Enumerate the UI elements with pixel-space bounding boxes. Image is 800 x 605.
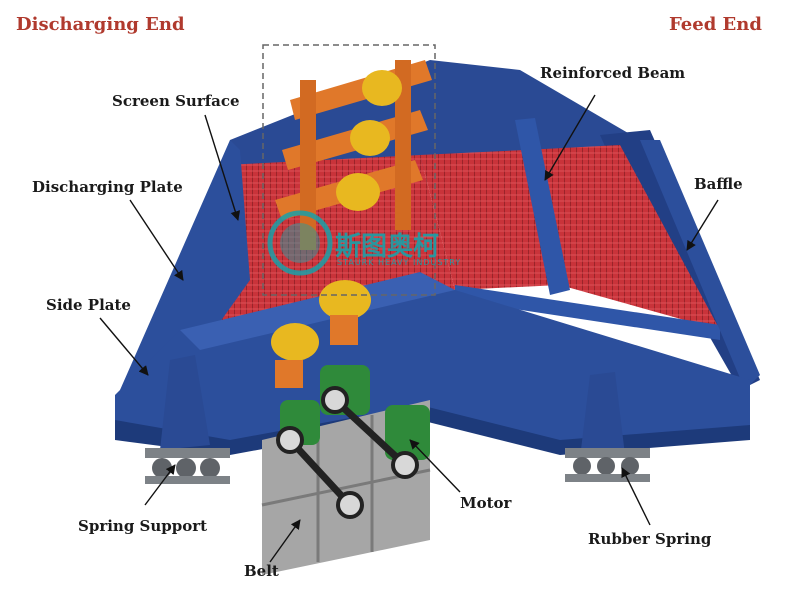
exciter-highlight-box	[262, 44, 436, 296]
belt-label: Belt	[244, 562, 279, 580]
left-support-bracket	[160, 355, 210, 450]
spring-support-label: Spring Support	[78, 517, 208, 535]
feed-end-title: Feed End	[669, 14, 762, 35]
baffle-shape	[640, 140, 760, 390]
motor-label: Motor	[460, 494, 512, 512]
side-plate-shape	[120, 140, 250, 420]
screen-surface-right	[525, 145, 720, 330]
belt-shape	[276, 386, 419, 519]
watermark-en-text: STAURK HEAVY INDUSTRY	[337, 258, 462, 267]
right-support-bracket	[580, 372, 625, 458]
side-plate-label: Side Plate	[46, 296, 131, 314]
leader-arrows	[99, 94, 719, 563]
cross-beam-shape	[455, 285, 720, 340]
exciter-assembly	[271, 60, 432, 388]
discharging-plate-shape	[180, 272, 455, 350]
screen-surface-middle	[420, 150, 560, 290]
reinforced-beam-label: Reinforced Beam	[540, 64, 686, 82]
discharging-plate-label: Discharging Plate	[32, 178, 183, 196]
rubber-spring-shape	[565, 448, 650, 482]
rubber-spring-label: Rubber Spring	[588, 530, 712, 548]
spring-support-shape	[145, 448, 230, 484]
reinforced-beam-shape	[515, 118, 570, 295]
watermark-cn-text: 斯图奥柯	[335, 232, 440, 262]
discharging-end-title: Discharging End	[16, 14, 185, 35]
watermark-logo	[267, 210, 333, 276]
screen-surface-label: Screen Surface	[112, 92, 240, 110]
baffle-label: Baffle	[694, 175, 743, 193]
